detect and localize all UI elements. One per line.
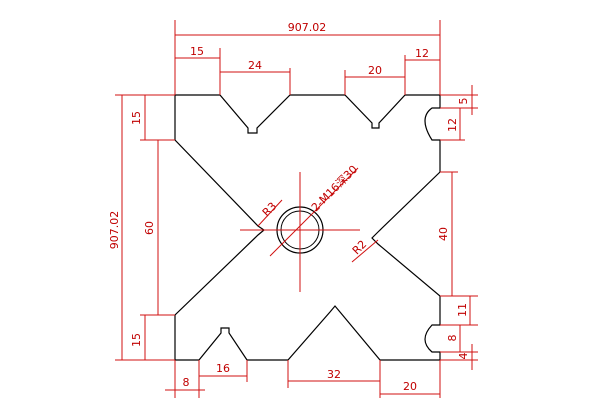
dim-text-bottom-8: 8 bbox=[183, 376, 190, 389]
callout-r3: R3 bbox=[260, 200, 280, 220]
dim-text-left-15-bottom: 15 bbox=[130, 333, 143, 347]
dim-text-bottom-20: 20 bbox=[403, 380, 417, 393]
dim-text-right-4: 4 bbox=[457, 353, 470, 360]
dim-text-bottom-16: 16 bbox=[216, 362, 230, 375]
dim-text-overall-height: 907.02 bbox=[108, 211, 121, 250]
leader-r3 bbox=[257, 199, 283, 227]
leader-r2 bbox=[351, 239, 379, 263]
callout-thread: 2-M16深30 bbox=[309, 163, 360, 214]
dim-text-left-15-top: 15 bbox=[130, 111, 143, 125]
dim-text-top-12: 12 bbox=[415, 47, 429, 60]
dim-text-right-8: 8 bbox=[446, 335, 459, 342]
dim-text-right-12: 12 bbox=[446, 118, 459, 132]
dim-text-right-5: 5 bbox=[457, 98, 470, 105]
dim-text-overall-width: 907.02 bbox=[288, 21, 327, 34]
dim-text-top-15: 15 bbox=[190, 45, 204, 58]
dim-text-top-24: 24 bbox=[248, 59, 262, 72]
part-outline bbox=[174, 94, 441, 361]
dim-text-left-60: 60 bbox=[143, 221, 156, 235]
leader-thread bbox=[269, 167, 359, 257]
dim-text-right-11: 11 bbox=[456, 303, 469, 317]
dim-text-right-40: 40 bbox=[437, 227, 450, 241]
callout-r2: R2 bbox=[350, 238, 370, 258]
dim-text-bottom-32: 32 bbox=[327, 368, 341, 381]
dim-text-top-20: 20 bbox=[368, 64, 382, 77]
